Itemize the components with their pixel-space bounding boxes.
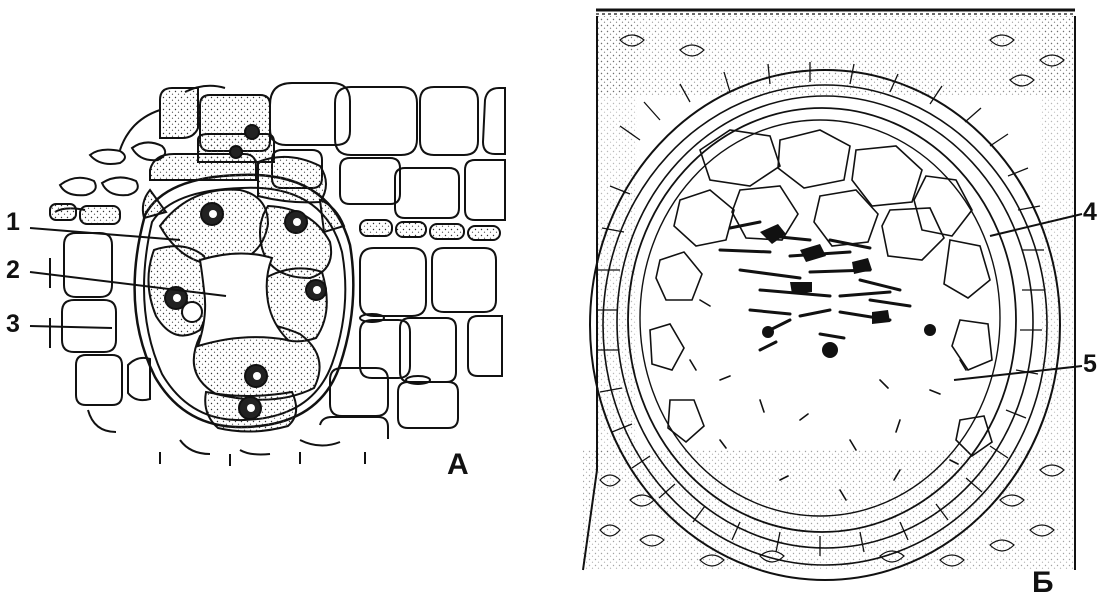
panel-label-b: Б — [1032, 568, 1054, 598]
panel-a-drawing — [30, 83, 505, 466]
panel-b-drawing — [583, 10, 1082, 580]
callout-4: 4 — [1083, 200, 1097, 225]
callout-3: 3 — [6, 312, 20, 337]
callout-5: 5 — [1083, 352, 1097, 377]
callout-1: 1 — [6, 210, 20, 235]
panel-label-a: А — [447, 450, 469, 480]
callout-2: 2 — [6, 258, 20, 283]
